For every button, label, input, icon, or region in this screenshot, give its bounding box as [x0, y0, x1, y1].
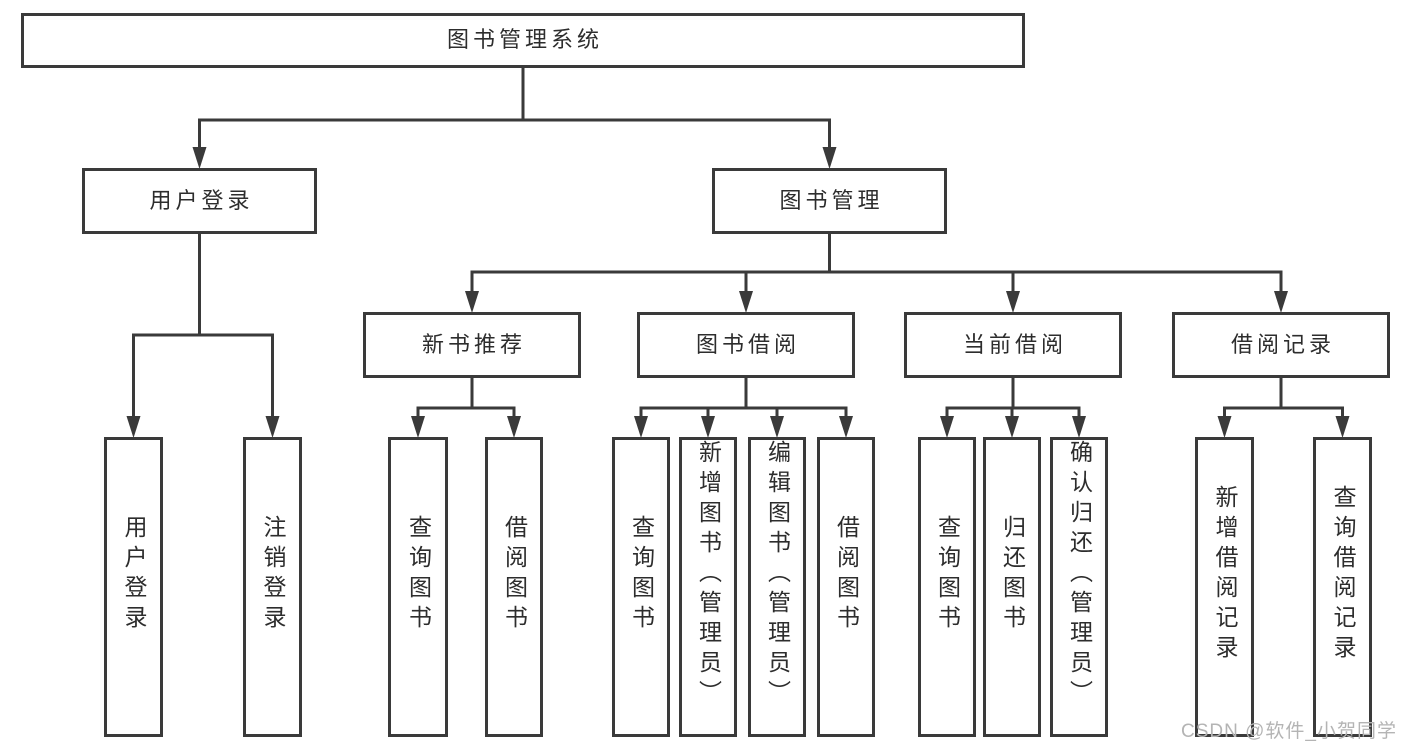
- arrow-head: [634, 416, 648, 438]
- leaf-user-login: 用户登录: [104, 437, 163, 737]
- node-new-book-recommendation-label: 新书推荐: [421, 331, 526, 357]
- node-book-management: 图书管理: [712, 168, 947, 234]
- arrow-head: [701, 416, 715, 438]
- leaf-borrow-books: 借阅图书: [817, 437, 875, 737]
- leaf-confirm-return-admin-label: 确认归还（管理员）: [1066, 440, 1093, 710]
- leaf-return-books: 归还图书: [983, 437, 1041, 737]
- arrow-head: [940, 416, 954, 438]
- arrow-head: [839, 416, 853, 438]
- arrow-head: [822, 147, 837, 169]
- node-current-borrowing: 当前借阅: [904, 312, 1122, 378]
- leaf-borrow-books-label: 借阅图书: [501, 515, 528, 635]
- leaf-query-books-label: 查询图书: [405, 515, 432, 635]
- node-book-borrowing-label: 图书借阅: [695, 331, 800, 357]
- arrow-head: [465, 291, 479, 313]
- leaf-edit-books-admin-label: 编辑图书（管理员）: [764, 440, 791, 710]
- arrow-head: [265, 416, 280, 438]
- arrow-head: [770, 416, 784, 438]
- leaf-query-borrow-record: 查询借阅记录: [1313, 437, 1372, 737]
- node-book-management-system-label: 图书管理系统: [446, 27, 603, 53]
- watermark: CSDN @软件_小贺同学: [1181, 721, 1397, 742]
- arrow-head: [192, 147, 207, 169]
- leaf-return-books-label: 归还图书: [999, 515, 1026, 635]
- arrow-head: [1274, 291, 1288, 313]
- arrow-head: [1006, 291, 1020, 313]
- leaf-query-books: 查询图书: [388, 437, 448, 737]
- leaf-add-books-admin: 新增图书（管理员）: [679, 437, 737, 737]
- leaf-add-books-admin-label: 新增图书（管理员）: [695, 440, 722, 710]
- node-user-login-label: 用户登录: [149, 187, 254, 213]
- leaf-borrow-books-label: 借阅图书: [833, 515, 860, 635]
- arrow-head: [739, 291, 753, 313]
- leaf-user-login-label: 用户登录: [121, 515, 147, 635]
- arrow-head: [1335, 416, 1350, 438]
- node-book-management-system: 图书管理系统: [21, 13, 1025, 68]
- node-new-book-recommendation: 新书推荐: [363, 312, 581, 378]
- node-current-borrowing-label: 当前借阅: [962, 331, 1067, 357]
- leaf-logout-label: 注销登录: [260, 515, 286, 635]
- leaf-edit-books-admin: 编辑图书（管理员）: [748, 437, 806, 737]
- node-book-management-label: 图书管理: [779, 187, 884, 213]
- node-borrowing-records-label: 借阅记录: [1230, 331, 1335, 357]
- leaf-add-borrow-record: 新增借阅记录: [1195, 437, 1254, 737]
- arrow-head: [1072, 416, 1086, 438]
- leaf-query-books: 查询图书: [918, 437, 976, 737]
- arrow-head: [1005, 416, 1019, 438]
- leaf-query-borrow-record-label: 查询借阅记录: [1330, 485, 1356, 665]
- arrow-head: [1217, 416, 1232, 438]
- node-user-login: 用户登录: [82, 168, 317, 234]
- leaf-logout: 注销登录: [243, 437, 302, 737]
- node-borrowing-records: 借阅记录: [1172, 312, 1390, 378]
- leaf-query-books: 查询图书: [612, 437, 670, 737]
- node-book-borrowing: 图书借阅: [637, 312, 855, 378]
- leaf-add-borrow-record-label: 新增借阅记录: [1212, 485, 1238, 665]
- arrow-head: [411, 416, 425, 438]
- arrow-head: [507, 416, 521, 438]
- leaf-query-books-label: 查询图书: [934, 515, 961, 635]
- leaf-confirm-return-admin: 确认归还（管理员）: [1050, 437, 1108, 737]
- arrow-head: [126, 416, 141, 438]
- leaf-borrow-books: 借阅图书: [485, 437, 543, 737]
- leaf-query-books-label: 查询图书: [628, 515, 655, 635]
